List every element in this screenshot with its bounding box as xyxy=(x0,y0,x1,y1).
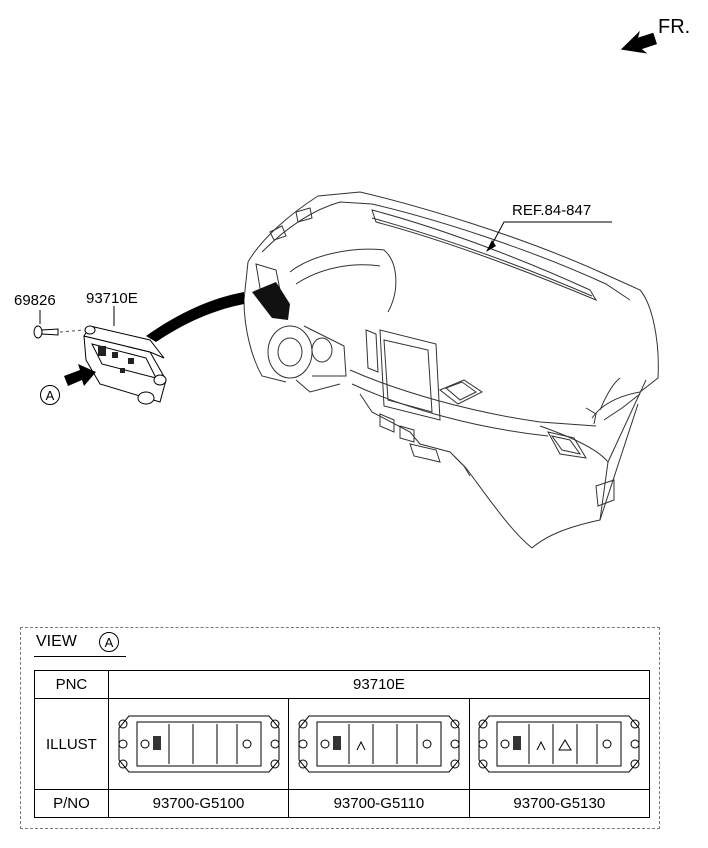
pnc-value: 93710E xyxy=(107,670,651,699)
front-label: FR. xyxy=(658,16,691,38)
view-title: VIEW xyxy=(36,633,77,650)
illust-cell-2 xyxy=(288,698,470,790)
table-row-illust: ILLUST xyxy=(34,698,651,790)
switch-part-label: 93710E xyxy=(86,290,138,307)
part-number-2: 93700-G5110 xyxy=(288,789,470,818)
part-table: PNC 93710E ILLUST xyxy=(34,670,651,818)
pnc-header: PNC xyxy=(34,670,109,699)
pno-header: P/NO xyxy=(34,789,109,818)
illust-header: ILLUST xyxy=(34,698,109,790)
illust-cell-1 xyxy=(107,698,290,790)
dashboard-drawing xyxy=(33,191,659,549)
switch-illustration-2 xyxy=(298,715,460,773)
view-title-marker: A xyxy=(99,632,119,652)
switch-illustration-1 xyxy=(118,715,279,773)
table-row-pnc: PNC 93710E xyxy=(34,670,651,699)
switch-illustration-3 xyxy=(478,715,640,773)
view-a-panel xyxy=(20,627,660,829)
table-row-pno: P/NO 93700-G5100 93700-G5110 93700-G5130 xyxy=(34,789,651,818)
view-a-marker: A xyxy=(40,385,60,405)
view-title-underline xyxy=(34,656,126,657)
part-number-1: 93700-G5100 xyxy=(107,789,290,818)
screw-part-label: 69826 xyxy=(14,292,56,309)
part-number-3: 93700-G5130 xyxy=(468,789,651,818)
illust-cell-3 xyxy=(468,698,651,790)
ref-label: REF.84-847 xyxy=(512,202,592,219)
front-arrow-icon xyxy=(620,30,657,54)
